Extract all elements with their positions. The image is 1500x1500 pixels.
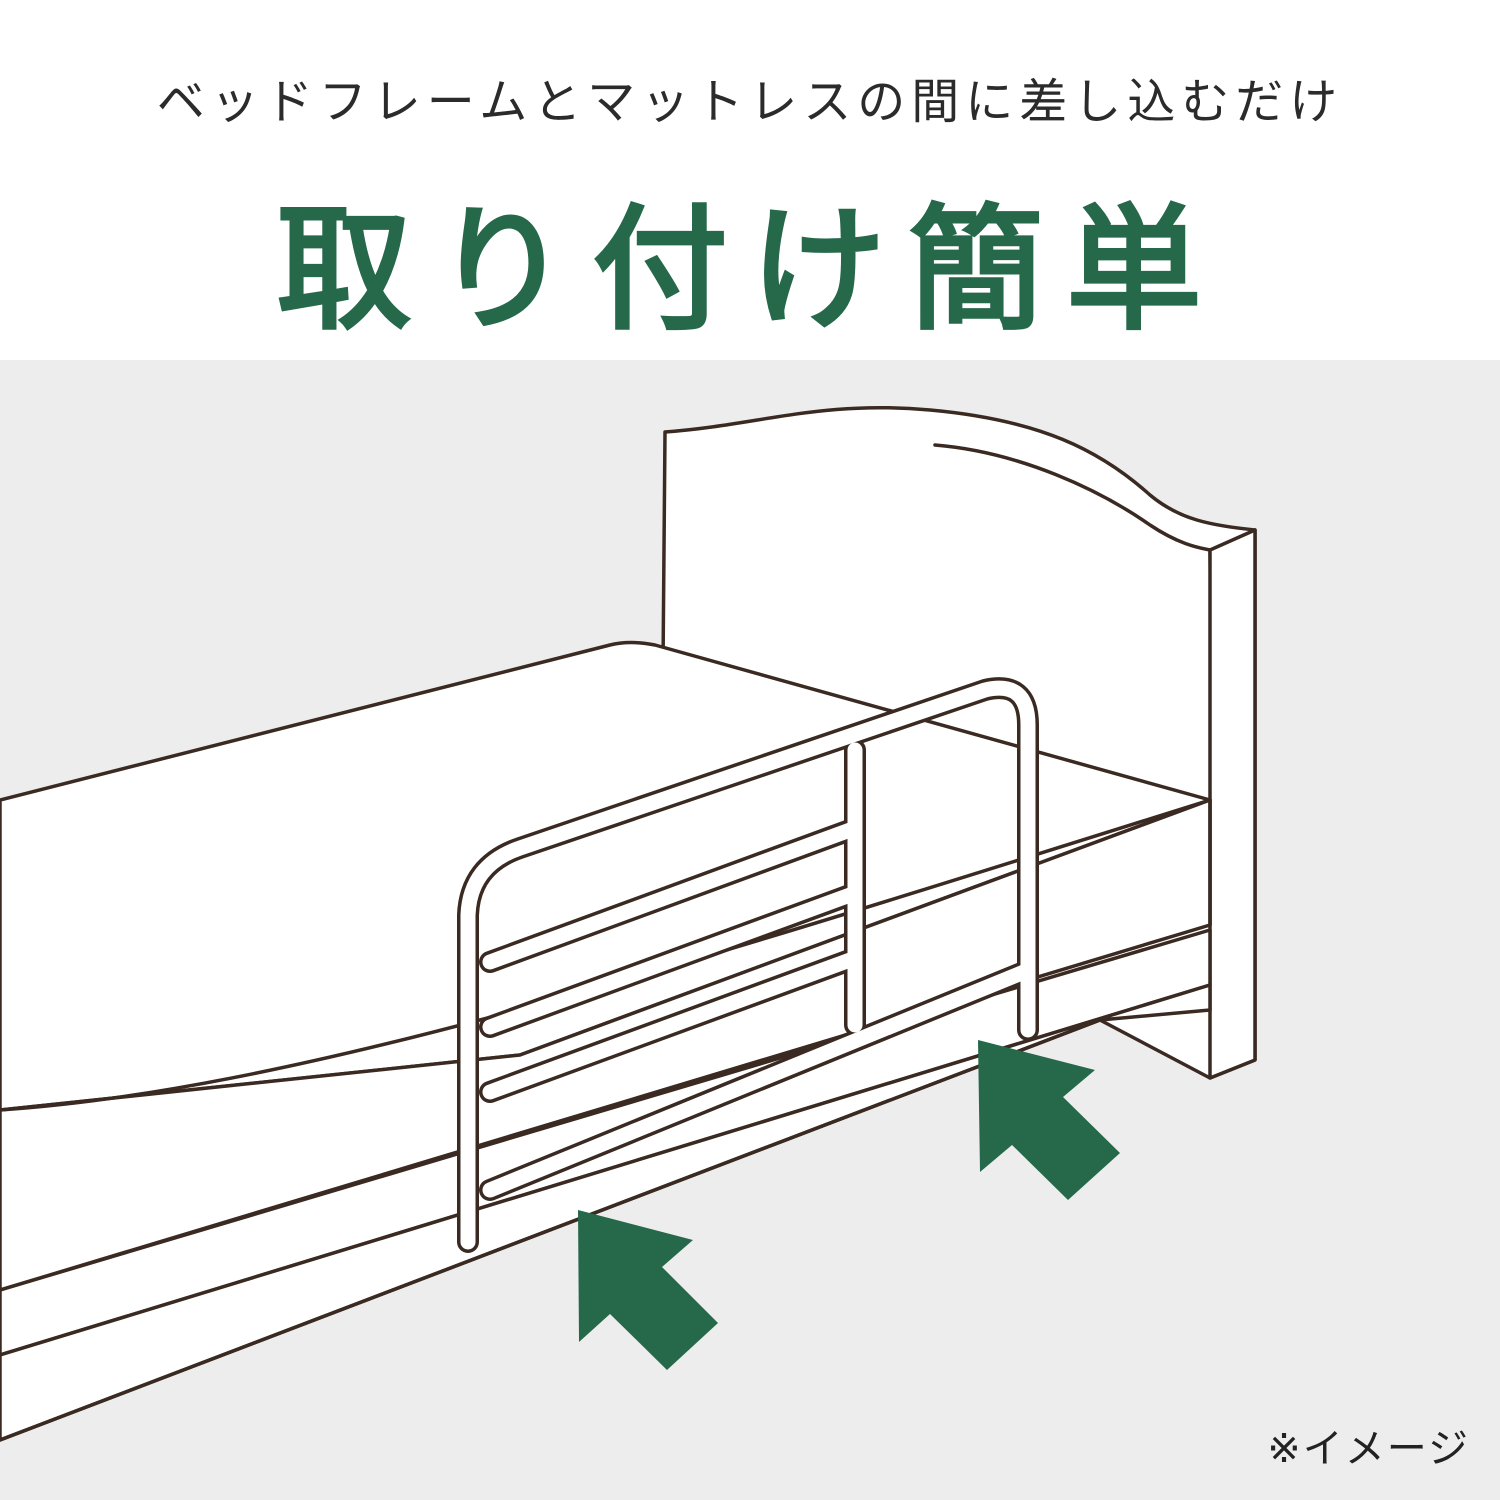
headboard-side (1208, 528, 1257, 1080)
subtitle: ベッドフレームとマットレスの間に差し込むだけ (156, 74, 1344, 130)
illustration-panel: ※イメージ (0, 360, 1500, 1500)
header: ベッドフレームとマットレスの間に差し込むだけ 取り付け簡単 (0, 0, 1500, 360)
bed-frame-base (0, 983, 1212, 1442)
image-note: ※イメージ (1267, 1426, 1470, 1472)
headboard-inner-line (933, 443, 1214, 732)
bed-illustration (0, 405, 1257, 1442)
bed-rail (457, 677, 1039, 1253)
insert-arrow-icon (578, 1210, 718, 1370)
page-title: 取り付け簡単 (276, 192, 1224, 350)
bed-frame-edge (0, 1018, 1102, 1442)
insert-arrow-icon (978, 1040, 1120, 1200)
